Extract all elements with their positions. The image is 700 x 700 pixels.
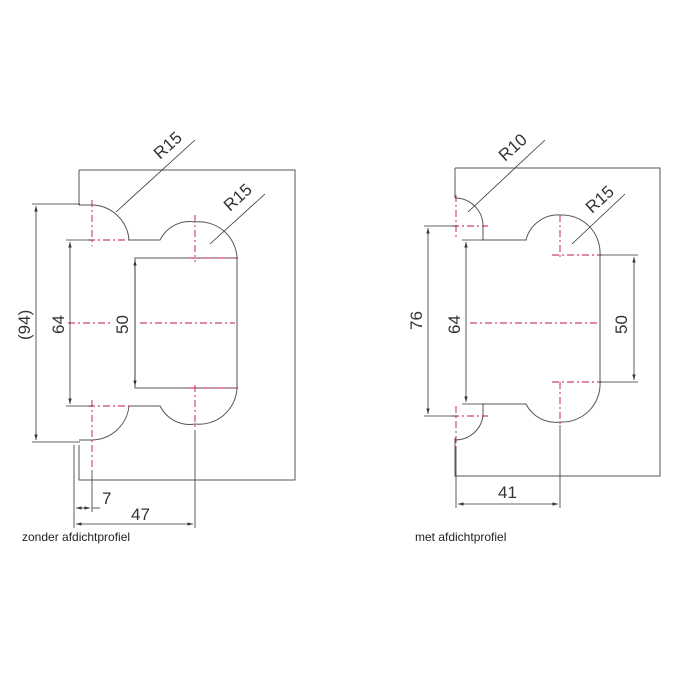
left-radius-leader-small [115, 139, 196, 213]
right-width-label: 41 [498, 483, 517, 502]
left-radius-small-label: R15 [150, 128, 186, 163]
left-view: R15 R15 (94) 64 50 7 47 zonder afdichtpr… [15, 128, 296, 544]
right-caption: met afdichtprofiel [415, 530, 506, 544]
right-radius-large-label: R15 [582, 182, 618, 217]
left-inner-height-label: 64 [49, 315, 68, 334]
left-width-label: 47 [131, 505, 150, 524]
right-slot-height-label: 50 [612, 315, 631, 334]
right-view: R10 R15 76 64 50 41 met afdichtprofiel [407, 130, 661, 544]
left-radius-large-label: R15 [220, 180, 256, 215]
right-plate-outline [454, 167, 661, 477]
left-caption: zonder afdichtprofiel [22, 530, 130, 544]
right-radius-leader-large [571, 193, 626, 245]
right-radius-small-label: R10 [495, 130, 531, 165]
left-plate-outline [78, 169, 296, 481]
left-radius-leader-large [209, 193, 266, 245]
right-outer-height-label: 76 [407, 311, 426, 330]
left-cutout-profile [79, 204, 238, 441]
right-radius-leader-small [467, 139, 546, 213]
right-inner-height-label: 64 [445, 315, 464, 334]
left-outer-height-label: (94) [15, 310, 34, 340]
left-slot-height-label: 50 [113, 315, 132, 334]
left-offset-label: 7 [102, 489, 111, 508]
